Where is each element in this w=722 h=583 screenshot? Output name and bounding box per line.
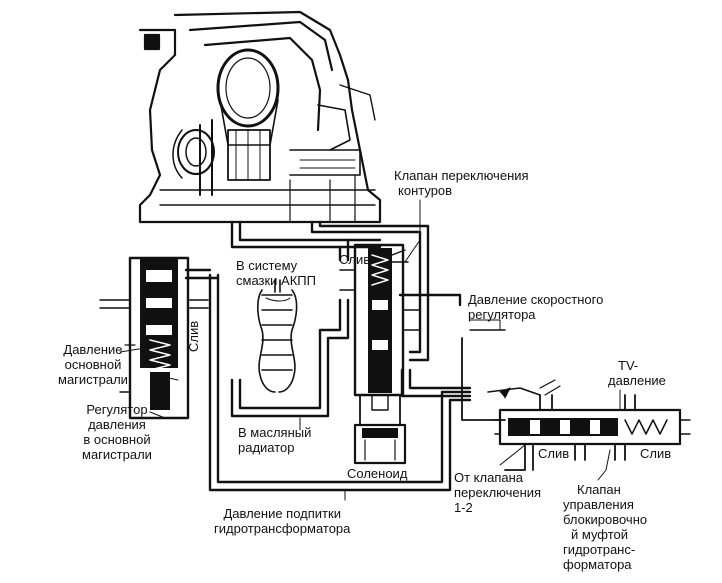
oil-cooler bbox=[257, 279, 298, 393]
label-line: Клапан переключения bbox=[394, 168, 529, 183]
label-line-regulator: Регулятор давления в основной магистрали bbox=[82, 402, 152, 462]
label-line: гидротрансформатора bbox=[214, 521, 351, 536]
label-line: в основной bbox=[83, 432, 151, 447]
label-line: форматора bbox=[563, 557, 632, 572]
label-line: Клапан bbox=[577, 482, 621, 497]
label-line: магистрали bbox=[58, 372, 128, 387]
label-line: радиатор bbox=[238, 440, 295, 455]
label-to-lube-system: В систему смазки АКПП bbox=[236, 258, 316, 288]
leader-lines bbox=[119, 199, 621, 501]
label-line: В масляный bbox=[238, 425, 312, 440]
torque-converter bbox=[138, 10, 382, 224]
label-line: В систему bbox=[236, 258, 298, 273]
label-line: От клапана bbox=[454, 470, 524, 485]
label-line: давление bbox=[608, 373, 666, 388]
label-circuit-switch-valve: Клапан переключения контуров bbox=[394, 168, 529, 198]
label-line: смазки АКПП bbox=[236, 273, 316, 288]
label-to-cooler: В масляный радиатор bbox=[238, 425, 311, 455]
label-line: Давление bbox=[63, 342, 123, 357]
label-line: й муфтой bbox=[571, 527, 629, 542]
label-line: контуров bbox=[398, 183, 453, 198]
circuit-switch-valve bbox=[339, 243, 421, 465]
label-converter-feed: Давление подпитки гидротрансформатора bbox=[214, 506, 350, 536]
label-line: TV- bbox=[618, 358, 639, 373]
label-line: Давление скоростного bbox=[468, 292, 604, 307]
label-lockup-valve: Клапан управления блокировочно й муфтой … bbox=[563, 482, 647, 572]
label-line: Давление подпитки bbox=[223, 506, 341, 521]
label-drain-left: Слив bbox=[186, 320, 201, 352]
label-governor-pressure: Давление скоростного регулятора bbox=[468, 292, 603, 322]
label-drain-right: Слив bbox=[640, 446, 672, 461]
label-line: Регулятор bbox=[86, 402, 148, 417]
lockup-valve bbox=[487, 379, 691, 461]
label-line-pressure: Давление основной магистрали bbox=[58, 342, 128, 387]
label-drain-top: Слив bbox=[339, 252, 371, 267]
label-drain-mid: Слив bbox=[538, 446, 570, 461]
label-line: давления bbox=[88, 417, 146, 432]
pressure-regulator bbox=[99, 256, 209, 420]
label-line: блокировочно bbox=[563, 512, 648, 527]
label-line: регулятора bbox=[468, 307, 536, 322]
label-tv-pressure: TV- давление bbox=[608, 358, 666, 388]
label-line: управления bbox=[563, 497, 634, 512]
label-line: гидротранс- bbox=[563, 542, 636, 557]
label-line: магистрали bbox=[82, 447, 152, 462]
label-line: переключения bbox=[454, 485, 542, 500]
label-solenoid: Соленоид bbox=[347, 466, 408, 481]
label-line: 1-2 bbox=[454, 500, 473, 515]
label-line: основной bbox=[64, 357, 122, 372]
label-from-shift-valve: От клапана переключения 1-2 bbox=[454, 470, 541, 515]
